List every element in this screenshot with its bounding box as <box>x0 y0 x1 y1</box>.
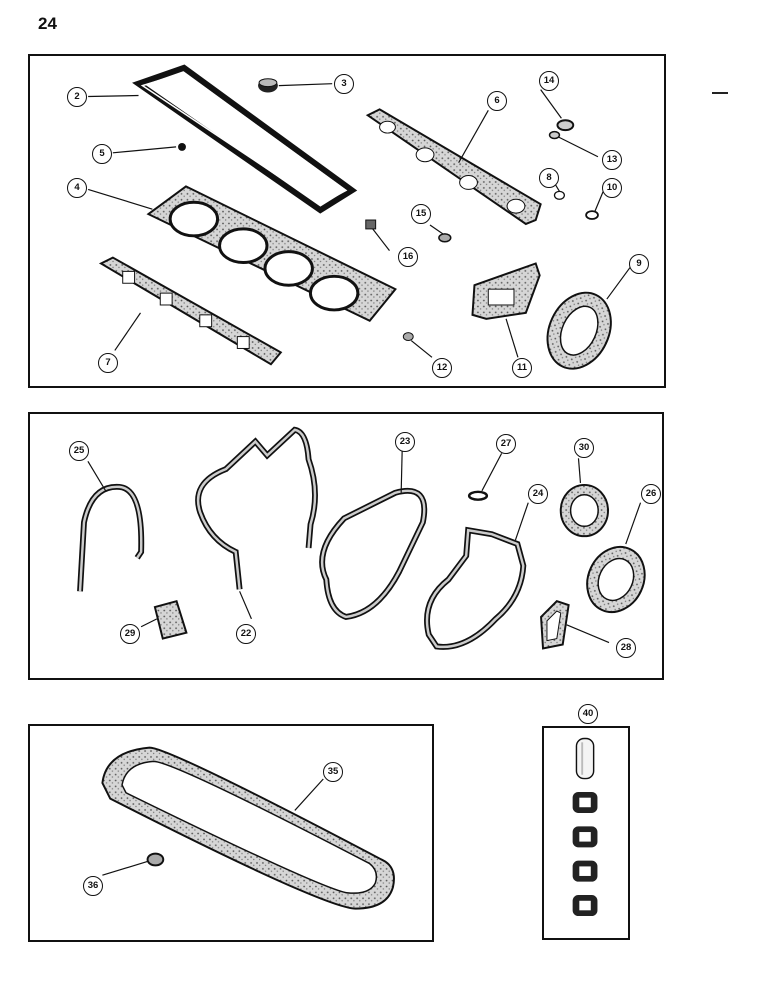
small-washer-part <box>548 130 561 140</box>
callout-40: 40 <box>578 704 598 724</box>
callout-13: 13 <box>602 150 622 170</box>
oil-seal-part <box>146 852 165 867</box>
rear-seal-gasket-part <box>77 483 145 592</box>
seal-ring-part <box>585 210 599 220</box>
round-flange-gasket-part <box>546 291 612 370</box>
callout-4: 4 <box>67 178 87 198</box>
callout-24: 24 <box>528 484 548 504</box>
small-seal-part <box>178 142 186 151</box>
leader-lines-middle <box>87 451 642 644</box>
margin-dash <box>712 92 728 94</box>
thermostat-gasket-part <box>559 483 610 538</box>
callout-7: 7 <box>98 353 118 373</box>
small-o-ring-part <box>467 490 489 501</box>
exhaust-manifold-gasket-part <box>365 108 542 226</box>
callout-35: 35 <box>323 762 343 782</box>
callout-11: 11 <box>512 358 532 378</box>
callout-12: 12 <box>432 358 452 378</box>
callout-22: 22 <box>236 624 256 644</box>
cylinder-head-gasket-part <box>146 185 397 323</box>
small-plate-gasket-part <box>153 599 188 640</box>
callout-36: 36 <box>83 876 103 896</box>
panel-timing-cover-gaskets: 22 23 24 25 26 27 28 29 30 <box>28 412 664 680</box>
callout-30: 30 <box>574 438 594 458</box>
flat-washer-part <box>438 233 452 243</box>
callout-9: 9 <box>629 254 649 274</box>
callout-3: 3 <box>334 74 354 94</box>
callout-5: 5 <box>92 144 112 164</box>
panel-bottom-left-art <box>101 746 395 910</box>
panel-bottom-right-art <box>572 737 598 917</box>
leader-lines-bottom-left <box>102 778 324 876</box>
panel-engine-head-gaskets: 2 3 4 5 6 7 8 9 10 11 12 13 14 15 16 <box>28 54 666 388</box>
panel-middle-art <box>77 426 646 650</box>
grommet-part <box>258 78 278 93</box>
callout-25: 25 <box>69 441 89 461</box>
valve-seal-part <box>572 860 598 882</box>
valve-seal-part <box>572 791 598 813</box>
cover-plate-gasket-part <box>540 600 570 650</box>
leader-lines-top <box>87 83 633 358</box>
callout-2: 2 <box>67 87 87 107</box>
timing-cover-gasket-part <box>195 426 318 590</box>
plug-part <box>365 219 377 230</box>
callout-29: 29 <box>120 624 140 644</box>
callout-15: 15 <box>411 204 431 224</box>
panel-oil-pan-gasket: 35 36 <box>28 724 434 942</box>
callout-16: 16 <box>398 247 418 267</box>
panel-top-art <box>87 64 633 370</box>
callout-8: 8 <box>539 168 559 188</box>
callout-10: 10 <box>602 178 622 198</box>
callout-14: 14 <box>539 71 559 91</box>
outlet-flange-gasket-part <box>586 545 646 613</box>
valve-seal-part <box>572 895 598 917</box>
water-pump-gasket-part <box>424 526 527 650</box>
washer-part <box>556 119 575 132</box>
nut-seal-part <box>402 332 414 342</box>
callout-28: 28 <box>616 638 636 658</box>
o-ring-part <box>553 190 566 200</box>
housing-gasket-part <box>471 262 541 320</box>
intake-manifold-gasket-part <box>98 256 283 366</box>
page-number: 24 <box>38 14 57 33</box>
callout-27: 27 <box>496 434 516 454</box>
callout-6: 6 <box>487 91 507 111</box>
oil-pan-gasket-part <box>101 746 395 910</box>
valve-stem-sleeve-part <box>575 737 595 780</box>
rocker-cover-gasket-part <box>132 64 358 214</box>
valve-seal-part <box>572 826 598 848</box>
callout-23: 23 <box>395 432 415 452</box>
callout-26: 26 <box>641 484 661 504</box>
panel-valve-seals <box>542 726 630 940</box>
